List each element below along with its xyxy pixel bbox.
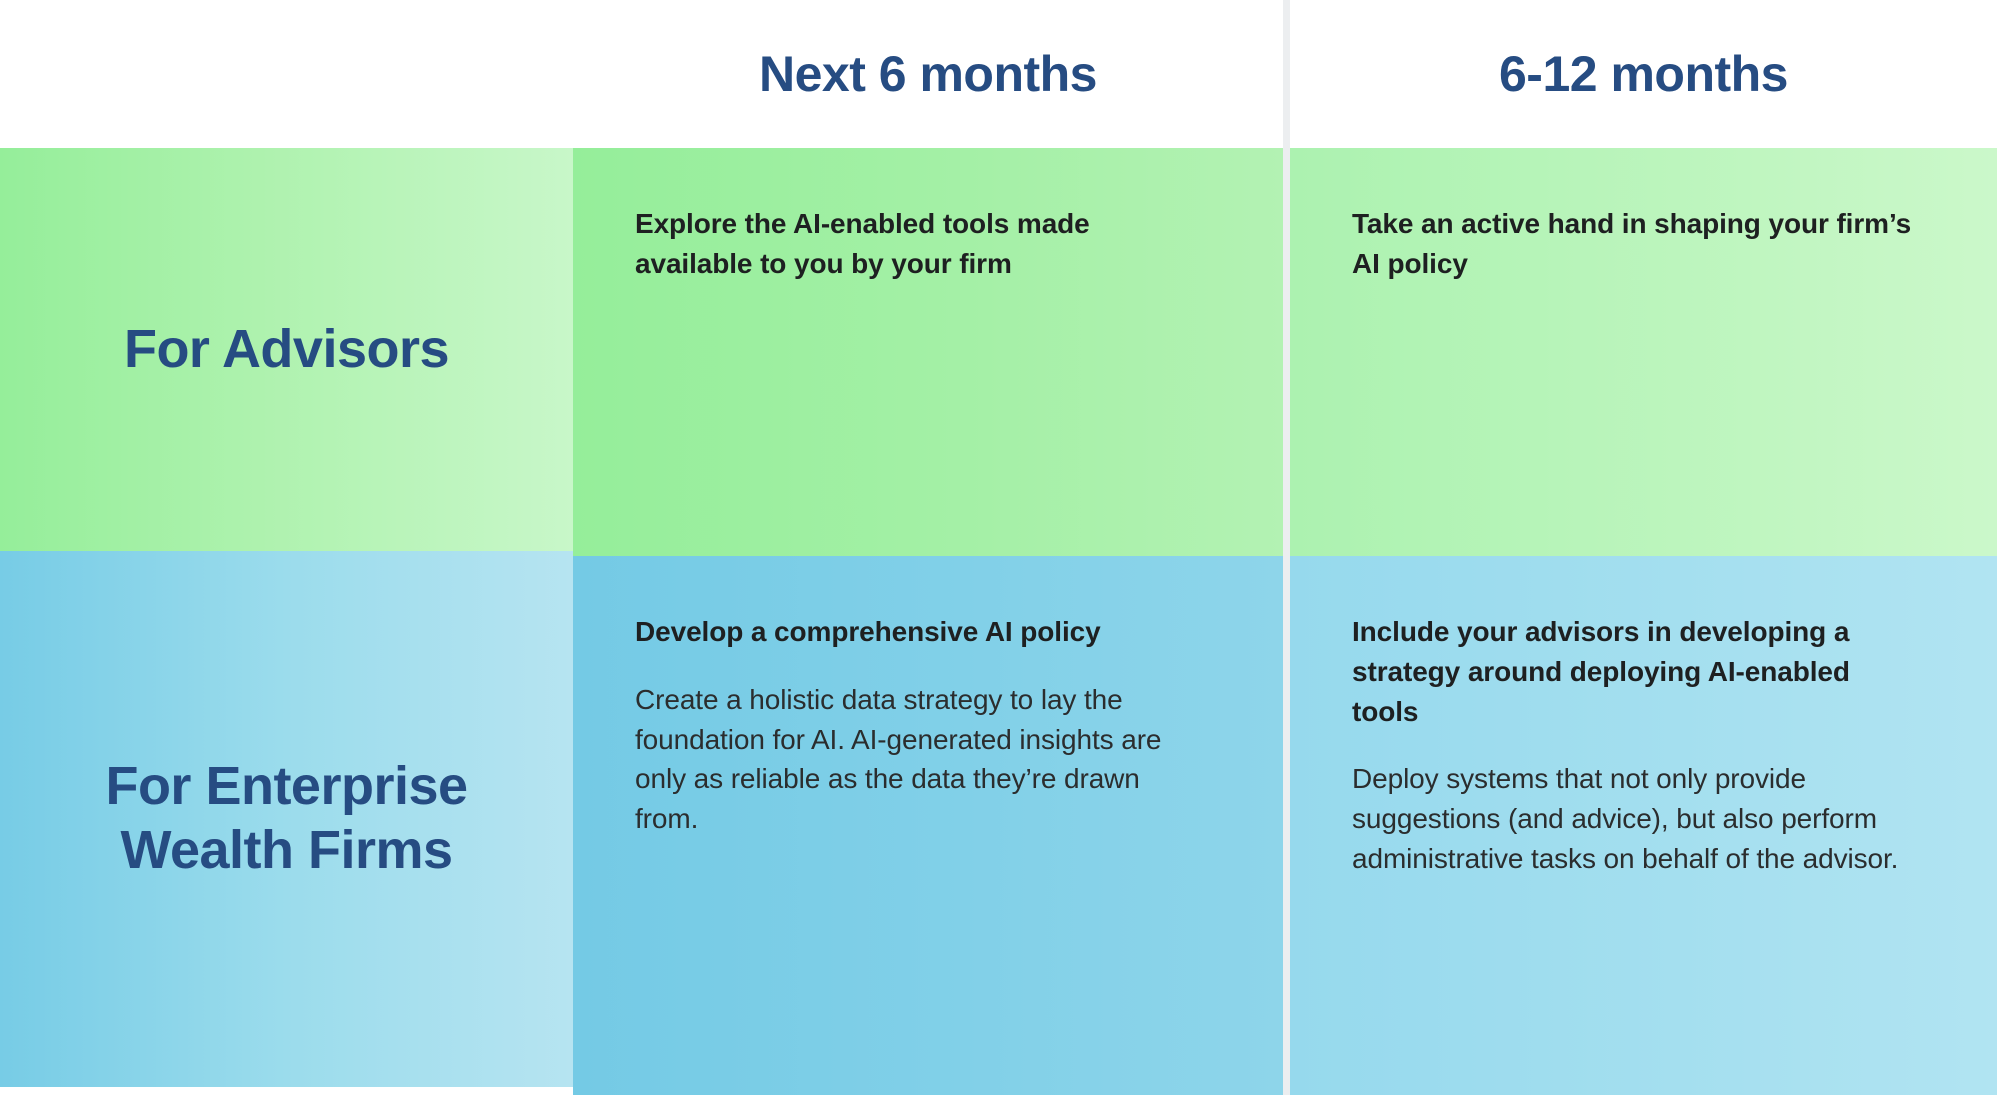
cell-body: Deploy systems that not only provide sug… [1352,763,1899,874]
cell-heading: Explore the AI-enabled tools made availa… [635,208,1090,279]
cell-enterprise-6-12-months: Include your advisors in developing a st… [1290,556,1997,1095]
row-label-for-enterprise-wealth-firms: For Enterprise Wealth Firms [0,551,573,1087]
cell-heading: Include your advisors in developing a st… [1352,616,1850,727]
matrix-header-row: Next 6 months 6-12 months [0,0,1997,148]
column-header-next-6-months: Next 6 months [758,45,1098,102]
cell-body: Create a holistic data strategy to lay t… [635,683,1162,834]
cell-enterprise-next-6-months: Develop a comprehensive AI policy Create… [573,556,1283,1095]
cell-heading: Develop a comprehensive AI policy [635,616,1101,647]
cell-advisors-6-12-months: Take an active hand in shaping your firm… [1290,148,1997,556]
row-label-for-advisors: For Advisors [0,148,573,551]
row-label-text: For Enterprise Wealth Firms [105,756,468,880]
cell-heading: Take an active hand in shaping your firm… [1352,208,1912,279]
column-header-6-12-months: 6-12 months [1498,45,1789,102]
row-label-text: For Advisors [123,318,450,379]
cell-advisors-next-6-months: Explore the AI-enabled tools made availa… [573,148,1283,556]
label-column-bottom-edge [0,1087,573,1095]
header-corner-cell [0,0,573,148]
column-divider [1283,0,1290,1095]
